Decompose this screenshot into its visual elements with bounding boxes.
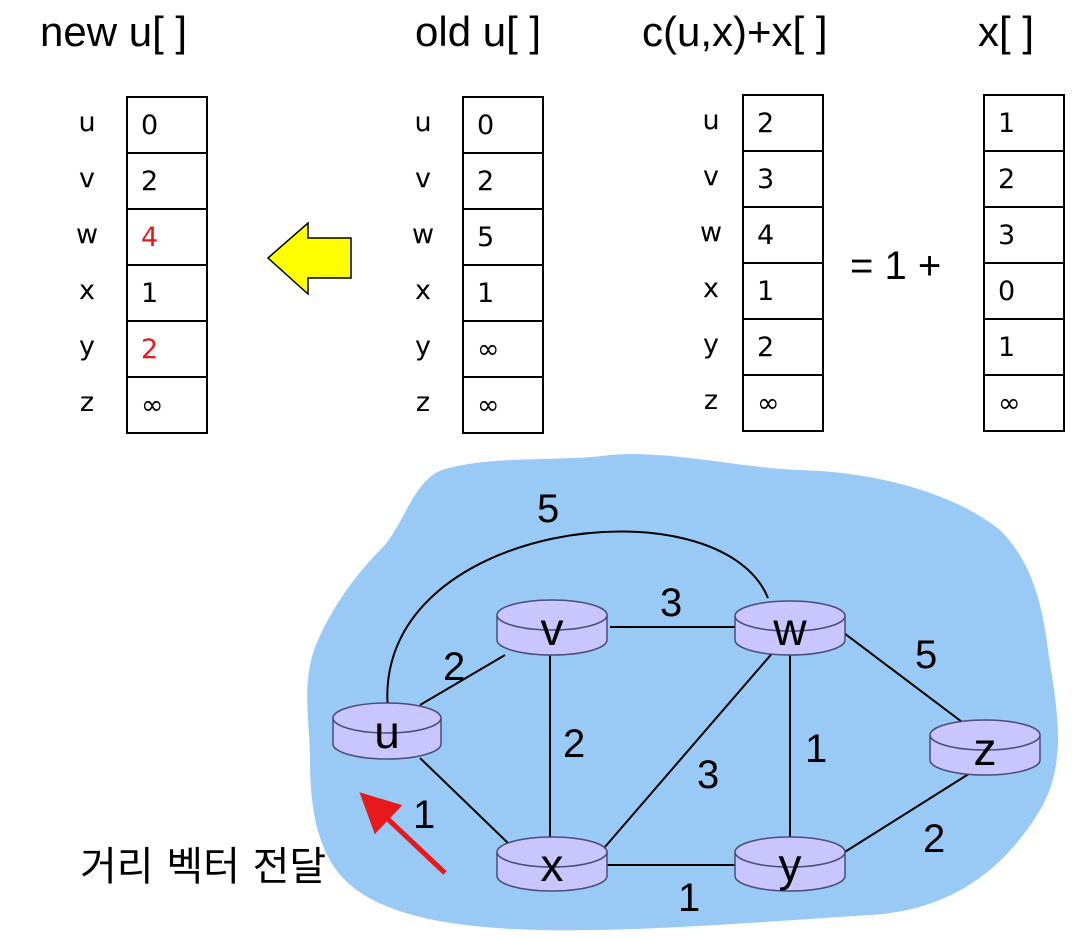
edge-u-x — [419, 757, 511, 846]
edge-label-u-v: 2 — [443, 645, 465, 689]
router-u: u — [332, 702, 442, 760]
row-label: y — [703, 329, 719, 360]
table-cell: ∞ — [464, 322, 542, 378]
row-label: z — [415, 387, 431, 418]
table-cell: ∞ — [141, 390, 164, 421]
row-label: v — [703, 161, 719, 192]
table-cell: 1 — [744, 264, 822, 320]
table-cell: 2 — [128, 154, 206, 210]
table-cell: 4 — [744, 208, 822, 264]
row-label: y — [415, 331, 431, 362]
row-label: w — [75, 219, 99, 250]
table-cell: 0 — [985, 264, 1063, 320]
table-cell: ∞ — [757, 388, 780, 419]
router-label-u: u — [374, 706, 400, 758]
edge-x-w — [597, 649, 776, 856]
router-z: z — [929, 719, 1041, 776]
table-cell: 0 — [464, 98, 542, 154]
row-label: z — [79, 387, 95, 418]
table-cell: 1 — [464, 266, 542, 322]
edge-u-w — [386, 530, 769, 711]
table-cell: 5 — [464, 210, 542, 266]
table-cell: 2 — [464, 154, 542, 210]
row-label: z — [703, 385, 719, 416]
router-y: y — [734, 836, 846, 892]
router-label-z: z — [974, 723, 997, 775]
edge-label-v-x: 2 — [563, 722, 585, 766]
update-arrow-icon — [266, 221, 352, 296]
row-label: y — [79, 331, 95, 362]
edge-label-y-z: 2 — [923, 817, 945, 861]
edge-label-x-w: 3 — [697, 753, 719, 797]
row-label: w — [411, 219, 435, 250]
edge-label-w-y: 1 — [805, 727, 827, 771]
edge-u-v — [419, 654, 506, 706]
table-cell: 2 — [744, 320, 822, 376]
table-cell: ∞ — [998, 388, 1021, 419]
table-cell: 1 — [128, 266, 206, 322]
row-label: u — [702, 105, 720, 136]
row-label: v — [79, 163, 95, 194]
row-label: v — [415, 163, 431, 194]
equation-text: = 1 + — [850, 244, 942, 288]
edge-label-u-w: 5 — [537, 487, 559, 531]
table-cell-changed: 4 — [128, 210, 206, 266]
row-labels-old-u: u v w x y z — [408, 95, 438, 431]
row-label: x — [415, 275, 431, 306]
header-x: x[ ] — [978, 8, 1035, 55]
new-u-table: 0 2 4 1 2 ∞ — [126, 96, 208, 434]
table-cell: 2 — [744, 96, 822, 152]
row-label: u — [414, 107, 432, 138]
edge-label-x-y: 1 — [678, 876, 700, 920]
row-labels-cost-plus-x: u v w x y z — [696, 93, 726, 429]
table-cell-changed: 2 — [128, 322, 206, 378]
edge-label-u-x: 1 — [413, 793, 435, 837]
network-cloud — [307, 454, 1058, 931]
table-cell: 1 — [985, 320, 1063, 376]
table-cell: 1 — [985, 96, 1063, 152]
x-table: 1 2 3 0 1 ∞ — [983, 94, 1065, 432]
router-label-x: x — [541, 839, 564, 891]
row-labels-new-u: u v w x y z — [72, 95, 102, 431]
header-cost-plus-x: c(u,x)+x[ ] — [642, 8, 828, 55]
edge-label-w-z: 5 — [915, 633, 937, 677]
table-cell: ∞ — [477, 390, 500, 421]
router-label-y: y — [779, 839, 802, 891]
table-cell: 3 — [744, 152, 822, 208]
edge-label-v-w: 3 — [660, 581, 682, 625]
router-w: w — [734, 600, 846, 656]
old-u-table: 0 2 5 1 ∞ ∞ — [462, 96, 544, 434]
row-label: x — [79, 275, 95, 306]
edge-y-z — [839, 769, 976, 856]
router-x: x — [496, 836, 608, 892]
table-cell: 0 — [128, 98, 206, 154]
edge-w-z — [839, 629, 971, 729]
caption-text: 거리 벡터 전달 — [80, 844, 327, 890]
router-v: v — [496, 599, 608, 656]
header-new-u: new u[ ] — [40, 8, 188, 55]
header-old-u: old u[ ] — [415, 8, 542, 55]
row-label: w — [699, 217, 723, 248]
table-cell: 3 — [985, 208, 1063, 264]
cost-plus-x-table: 2 3 4 1 2 ∞ — [742, 94, 824, 432]
row-label: u — [78, 107, 96, 138]
table-cell: 2 — [985, 152, 1063, 208]
router-label-v: v — [541, 603, 564, 655]
caption-arrow-icon — [359, 792, 447, 875]
row-label: x — [703, 273, 719, 304]
router-label-w: w — [772, 603, 807, 655]
